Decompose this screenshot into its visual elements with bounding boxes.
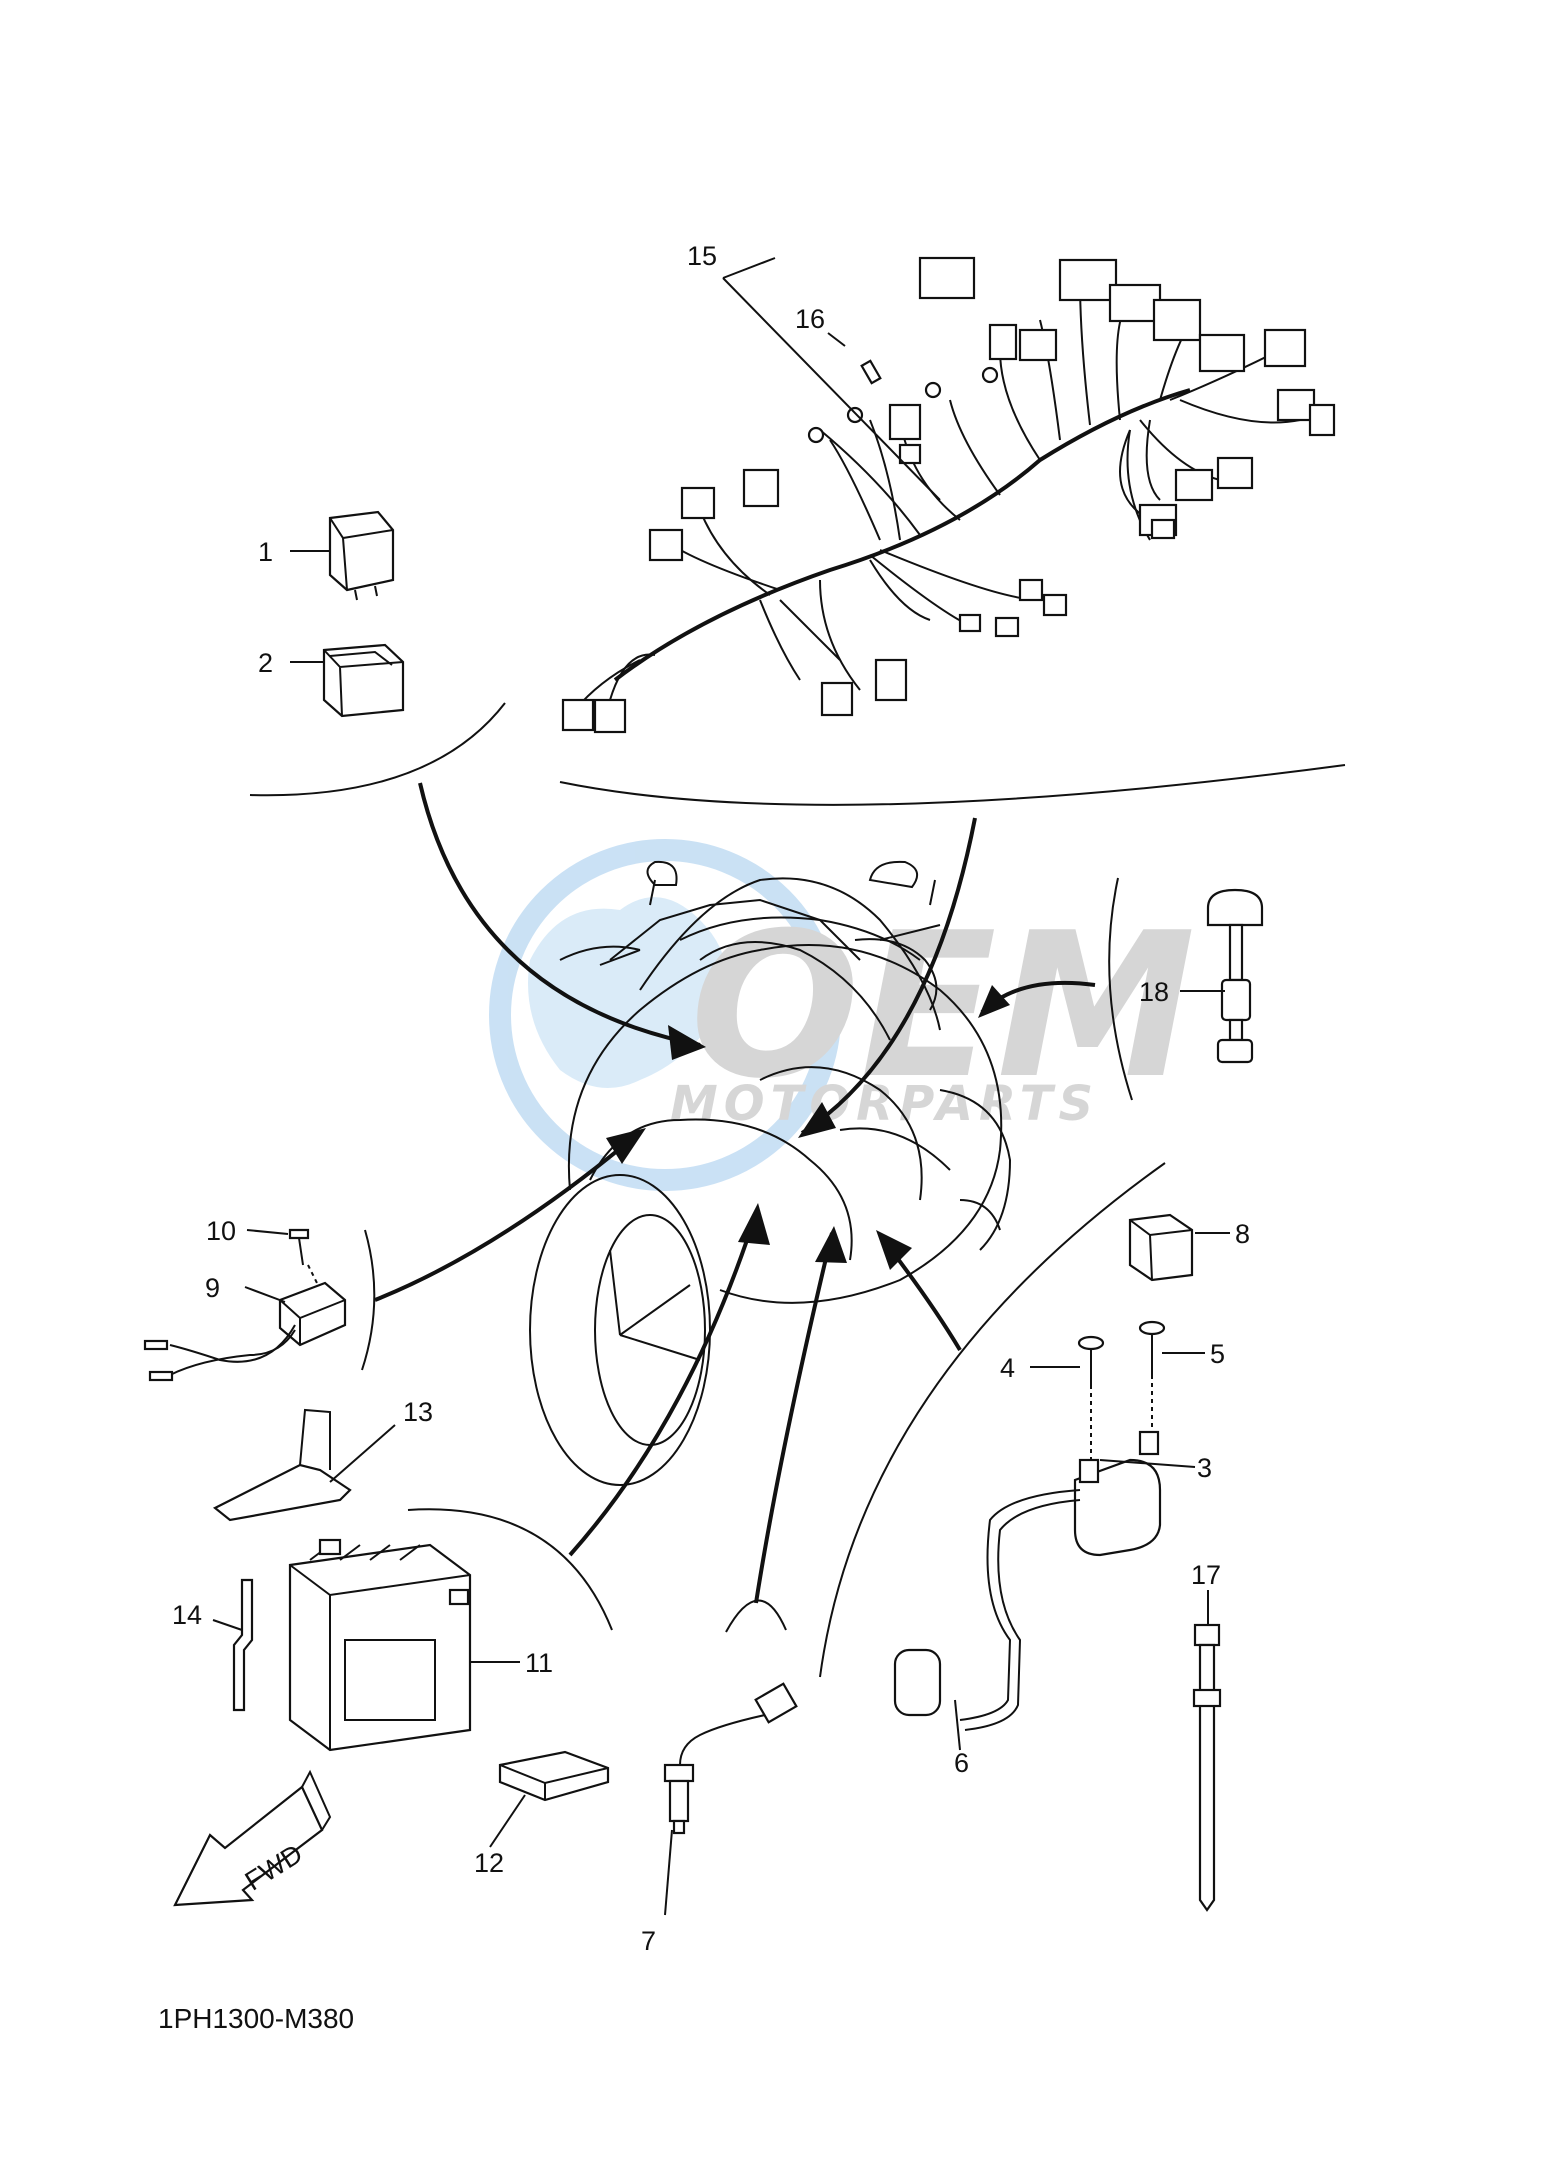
callout-labels: 1 2 3 4 5 6 7 8 9 10 11 12 13 14 15 16 1… bbox=[172, 241, 1250, 1956]
callout-7: 7 bbox=[641, 1926, 656, 1956]
callout-6: 6 bbox=[954, 1748, 969, 1778]
callout-11: 11 bbox=[525, 1648, 553, 1678]
callout-16: 16 bbox=[795, 304, 825, 334]
callout-18: 18 bbox=[1139, 977, 1169, 1007]
watermark-word2: MOTORPARTS bbox=[670, 1076, 1099, 1132]
arrowhead bbox=[668, 1025, 706, 1060]
part-11-battery bbox=[288, 1538, 472, 1752]
part-2-cover bbox=[322, 643, 405, 718]
part-3-coil bbox=[893, 1430, 1162, 1731]
callout-1: 1 bbox=[258, 537, 273, 567]
callout-2: 2 bbox=[258, 648, 273, 678]
arrowhead bbox=[606, 1128, 646, 1164]
callout-5: 5 bbox=[1210, 1339, 1225, 1369]
part-12-pad bbox=[498, 1750, 610, 1802]
callout-leaders bbox=[212, 550, 1230, 1916]
watermark-globe bbox=[489, 839, 841, 1191]
part-5-screw bbox=[1138, 1320, 1166, 1432]
leader-arrow-battery bbox=[568, 1209, 759, 1557]
wire-harness bbox=[561, 256, 1336, 734]
callout-3: 3 bbox=[1197, 1453, 1212, 1483]
callout-17: 17 bbox=[1191, 1560, 1221, 1590]
part-4-screw bbox=[1077, 1335, 1105, 1460]
arrowhead bbox=[815, 1226, 847, 1263]
leader-arrow-top-center bbox=[800, 817, 977, 1135]
leader-arrow-top-left bbox=[418, 782, 701, 1047]
callout-15: 15 bbox=[687, 241, 717, 271]
diagram-code: 1PH1300-M380 bbox=[158, 2003, 354, 2034]
part-14-tube bbox=[232, 1578, 254, 1712]
harness-connectors bbox=[561, 256, 1336, 734]
callout-13: 13 bbox=[403, 1397, 433, 1427]
callout-9: 9 bbox=[205, 1273, 220, 1303]
part-8-relay bbox=[1128, 1213, 1194, 1282]
callout-8: 8 bbox=[1235, 1219, 1250, 1249]
callout-14: 14 bbox=[172, 1600, 202, 1630]
arrowhead bbox=[738, 1203, 770, 1245]
arrowhead bbox=[798, 1102, 836, 1138]
section-dividers bbox=[249, 702, 1346, 1678]
leader-arrows bbox=[374, 782, 1096, 1604]
part-1-relay bbox=[328, 510, 395, 601]
callout-12: 12 bbox=[474, 1848, 504, 1878]
part-13-bracket bbox=[212, 1408, 352, 1522]
part-7-sensor bbox=[663, 1682, 798, 1835]
part-10-screw bbox=[288, 1228, 319, 1286]
arrowhead bbox=[978, 985, 1010, 1018]
scooter-outline bbox=[529, 860, 1012, 1486]
leader-arrow-9 bbox=[374, 1130, 642, 1302]
part-9-unit bbox=[143, 1281, 347, 1382]
callout-4: 4 bbox=[1000, 1353, 1015, 1383]
fwd-arrow: FWD bbox=[173, 1769, 332, 1907]
callout-10: 10 bbox=[206, 1216, 236, 1246]
arrowhead bbox=[876, 1230, 912, 1270]
part-18-damper bbox=[1206, 888, 1264, 1064]
leader-arrow-sensor bbox=[754, 1232, 834, 1604]
part-17-tie bbox=[1192, 1623, 1222, 1912]
